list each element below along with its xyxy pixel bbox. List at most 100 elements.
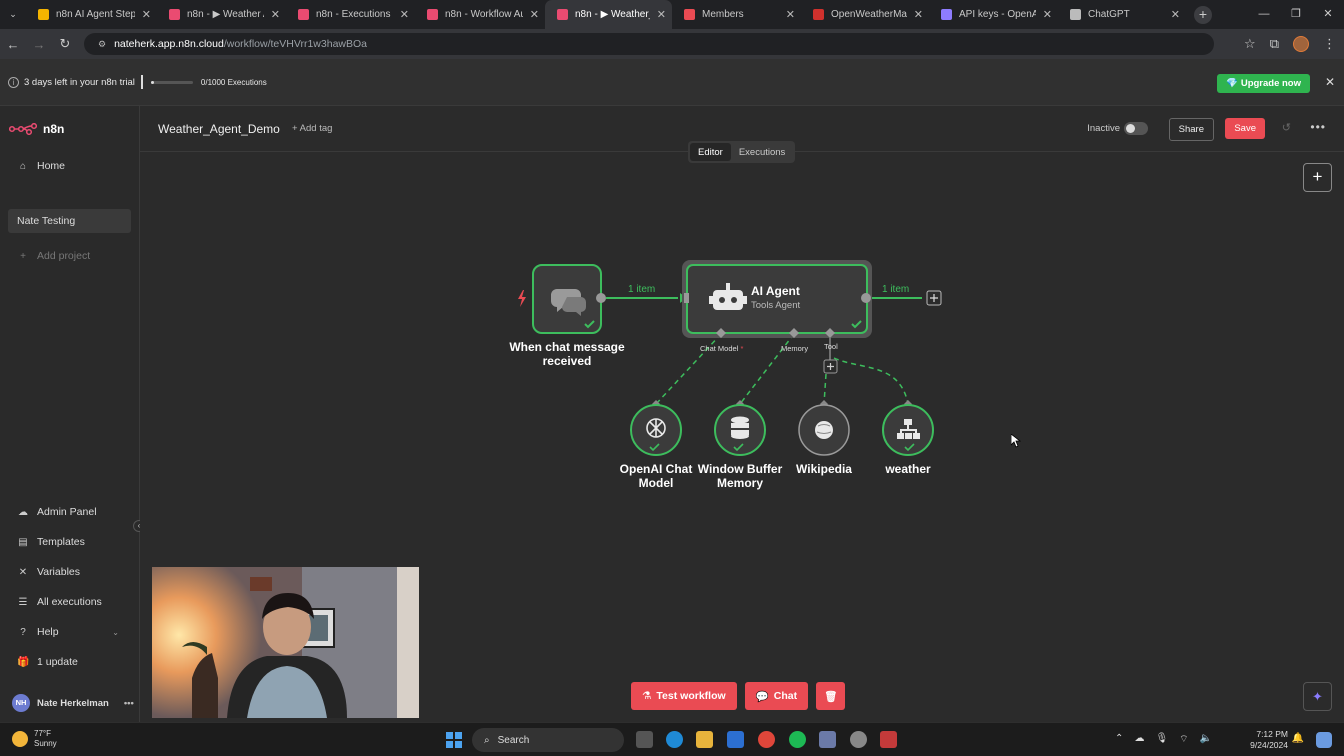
cloud-off-icon[interactable]: ☁ <box>1134 733 1145 744</box>
upgrade-now-button[interactable]: 💎 Upgrade now <box>1217 74 1310 93</box>
tab-editor[interactable]: Editor <box>690 143 731 161</box>
microphone-icon[interactable]: 🎙 <box>1155 733 1169 744</box>
windows-start-icon[interactable] <box>446 732 462 748</box>
minimize-icon[interactable]: — <box>1258 8 1270 20</box>
memory-connector-label: Memory <box>781 344 809 353</box>
wikipedia-connection <box>823 373 827 405</box>
wifi-icon[interactable]: ⌔ <box>1179 734 1189 745</box>
back-icon[interactable]: ← <box>6 36 20 52</box>
sidebar-item-admin-panel[interactable]: ☁ Admin Panel <box>17 506 97 518</box>
close-tab-icon[interactable]: ✕ <box>785 9 795 21</box>
close-window-icon[interactable]: ✕ <box>1323 8 1333 20</box>
divider <box>140 75 143 89</box>
add-node-button[interactable]: + <box>1303 163 1332 192</box>
profile-avatar[interactable] <box>1293 36 1309 52</box>
more-icon[interactable]: ••• <box>123 697 134 709</box>
tab-title: n8n - Executions <box>316 9 391 20</box>
ai-assistant-button[interactable]: ✦ <box>1303 682 1332 711</box>
app-icon[interactable] <box>850 731 867 748</box>
tab-list-icon[interactable]: ⌄ <box>9 9 17 19</box>
add-project-button[interactable]: + Add project <box>17 250 90 262</box>
chevron-up-icon[interactable]: ⌃ <box>1115 733 1124 744</box>
avatar: NH <box>12 694 30 712</box>
list-icon: ☰ <box>18 596 28 608</box>
url-path: /workflow/teVHVrr1w3hawBOa <box>223 38 368 50</box>
sidebar-item-label: All executions <box>37 596 102 608</box>
workflow-name[interactable]: Weather_Agent_Demo <box>158 122 280 136</box>
new-tab-button[interactable]: + <box>1194 5 1212 24</box>
browser-tab-bar: ⌄ n8n AI Agent Step-By✕n8n - ▶ Weather A… <box>0 0 1344 29</box>
close-tab-icon[interactable]: ✕ <box>270 9 280 21</box>
search-icon: ⌕ <box>484 734 490 746</box>
browser-tab[interactable]: Members✕ <box>672 0 801 29</box>
close-tab-icon[interactable]: ✕ <box>913 9 923 21</box>
close-banner-icon[interactable]: ✕ <box>1324 75 1335 89</box>
browser-tab[interactable]: n8n - Executions ✕ <box>286 0 415 29</box>
browser-tab[interactable]: ChatGPT✕ <box>1058 0 1186 29</box>
chat-button[interactable]: 💬Chat <box>744 682 809 710</box>
camera-app-icon[interactable] <box>819 731 836 748</box>
chrome-icon[interactable] <box>758 731 775 748</box>
url-field[interactable]: ⚙ nateherk.app.n8n.cloud/workflow/teVHVr… <box>84 33 1214 55</box>
copilot-icon[interactable] <box>1316 732 1332 748</box>
reload-icon[interactable]: ↻ <box>59 36 71 51</box>
delete-button[interactable]: 🗑 <box>816 682 846 710</box>
database-icon <box>731 416 749 439</box>
taskbar-search[interactable]: ⌕ Search <box>472 728 624 752</box>
sidebar-item-home[interactable]: ⌂ Home <box>17 160 65 172</box>
close-tab-icon[interactable]: ✕ <box>529 9 539 21</box>
notification-bell-icon[interactable]: 🔔 <box>1291 733 1304 744</box>
close-tab-icon[interactable]: ✕ <box>656 9 666 21</box>
sidebar-item-label: Help <box>37 626 59 638</box>
snipping-tool-icon[interactable] <box>880 731 897 748</box>
tab-executions[interactable]: Executions <box>738 147 786 158</box>
file-explorer-icon[interactable] <box>696 731 713 748</box>
browser-tab[interactable]: n8n AI Agent Step-By✕ <box>26 0 157 29</box>
sidebar-item-label: Admin Panel <box>37 506 97 518</box>
executions-count: 0/1000 Executions <box>200 77 267 87</box>
close-tab-icon[interactable]: ✕ <box>141 9 151 21</box>
share-button[interactable]: Share <box>1168 118 1214 141</box>
edge-icon[interactable] <box>666 731 683 748</box>
browser-tab[interactable]: OpenWeatherMap AI✕ <box>801 0 929 29</box>
close-tab-icon[interactable]: ✕ <box>399 9 409 21</box>
workflow-menu-icon[interactable]: ••• <box>1310 120 1326 134</box>
close-tab-icon[interactable]: ✕ <box>1042 9 1052 21</box>
weather-widget[interactable]: 77°F Sunny <box>12 729 57 749</box>
browser-tab[interactable]: n8n - ▶ Weather_Ag✕ <box>545 0 672 29</box>
node-label-line: Window Buffer <box>697 462 783 476</box>
sidebar-item-help[interactable]: ? Help ⌄ <box>17 626 119 638</box>
sidebar-item-all-executions[interactable]: ☰ All executions <box>17 596 102 608</box>
site-info-icon[interactable]: ⚙ <box>98 38 107 49</box>
clock[interactable]: 7:12 PM 9/24/2024 <box>1250 729 1288 751</box>
n8n-logo[interactable]: n8n <box>9 122 64 136</box>
save-button[interactable]: Save <box>1225 118 1265 139</box>
browser-tab[interactable]: API keys - OpenAI AP✕ <box>929 0 1058 29</box>
add-tag-button[interactable]: + Add tag <box>292 123 333 134</box>
restore-icon[interactable]: ❐ <box>1291 8 1301 20</box>
webcam-overlay <box>152 567 419 718</box>
task-view-icon[interactable] <box>636 731 653 748</box>
help-icon: ? <box>20 626 26 638</box>
chat-model-connector-label: Chat Model * <box>700 344 743 353</box>
sidebar-item-templates[interactable]: ▤ Templates <box>17 536 85 548</box>
bookmark-star-icon[interactable]: ☆ <box>1244 36 1256 51</box>
browser-tab[interactable]: n8n - Workflow Autom✕ <box>415 0 545 29</box>
close-tab-icon[interactable]: ✕ <box>1170 9 1180 21</box>
extensions-icon[interactable]: ⧉ <box>1269 36 1279 51</box>
sidebar-project[interactable]: Nate Testing <box>8 209 131 233</box>
history-icon[interactable]: ↺ <box>1281 122 1291 134</box>
store-icon[interactable] <box>727 731 744 748</box>
node-label-line: When chat message <box>509 340 625 354</box>
test-workflow-button[interactable]: ⚗Test workflow <box>631 682 737 710</box>
spotify-icon[interactable] <box>789 731 806 748</box>
webcam-video-frame <box>152 567 419 718</box>
forward-icon[interactable]: → <box>32 36 46 52</box>
user-menu[interactable]: NH Nate Herkelman ••• <box>12 694 134 712</box>
sidebar-item-variables[interactable]: ✕ Variables <box>17 566 80 578</box>
active-toggle[interactable] <box>1124 122 1148 135</box>
volume-icon[interactable]: 🔈 <box>1199 733 1212 744</box>
browser-tab[interactable]: n8n - ▶ Weather Age✕ <box>157 0 286 29</box>
browser-menu-icon[interactable]: ⋮ <box>1323 36 1336 51</box>
sidebar-item-update[interactable]: 🎁 1 update <box>17 656 78 668</box>
